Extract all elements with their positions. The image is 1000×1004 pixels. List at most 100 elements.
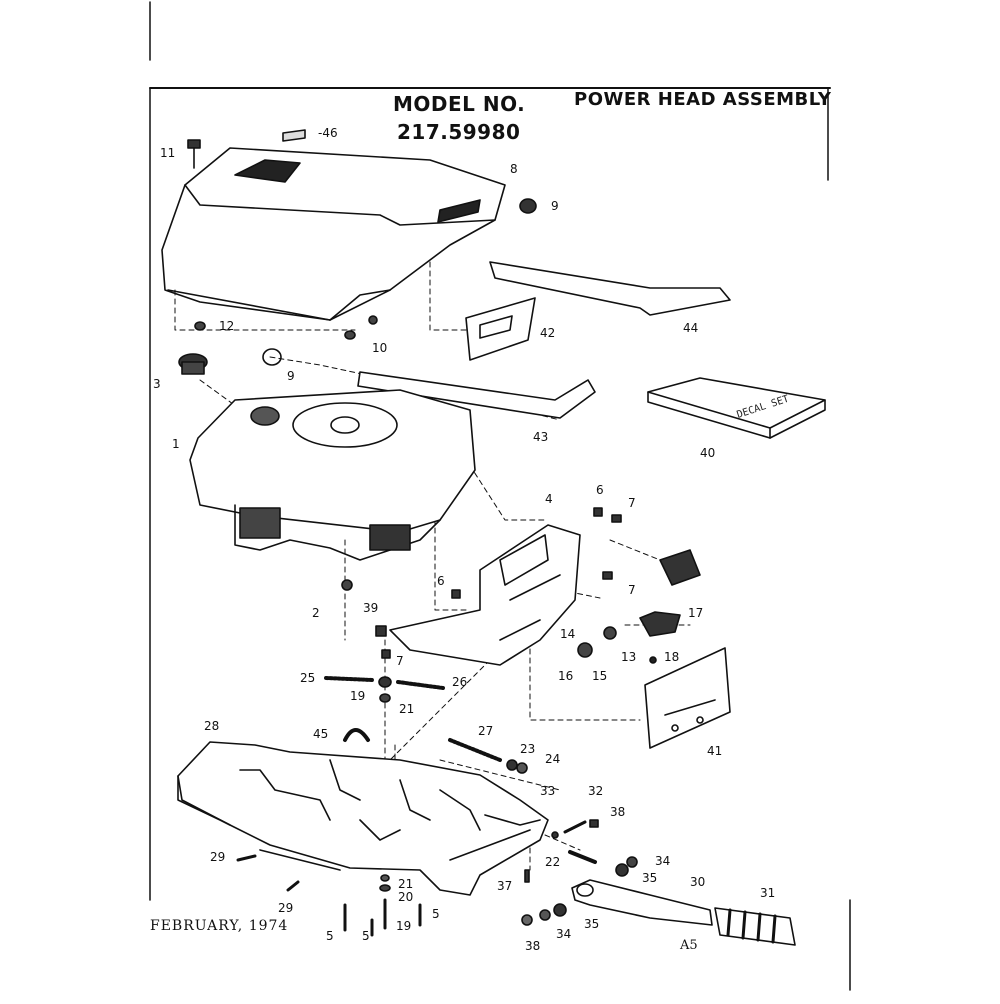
callout-44: 44 [683, 321, 699, 335]
callout-17: 17 [688, 606, 704, 620]
callout-9-lower: 9 [287, 369, 295, 383]
part-12-grommet [194, 321, 206, 331]
callout-31: 31 [760, 886, 776, 900]
callout-24: 24 [545, 752, 561, 766]
part-32-bolt [563, 820, 587, 834]
callout-42: 42 [540, 326, 556, 340]
page-code: A5 [680, 938, 698, 953]
callout-16: 16 [558, 669, 574, 683]
part-2-washer [341, 579, 353, 591]
part-29-screw [236, 854, 257, 862]
callout-45: 45 [313, 727, 329, 741]
callout-29: 29 [210, 850, 226, 864]
callout-5-c: 5 [432, 907, 440, 921]
part-24-washer [516, 762, 528, 774]
part-43-strap [357, 371, 596, 419]
part-25-spring [324, 676, 374, 682]
part-26-spring [396, 680, 445, 690]
model-number: 217.59980 [397, 120, 521, 144]
part-17-handle [639, 611, 681, 637]
part-35-nut-b [553, 903, 567, 917]
part-7-screw [611, 514, 622, 523]
part-31-grip [714, 907, 796, 946]
callout-7-mid: 7 [628, 583, 636, 597]
callout-21-lower: 21 [398, 877, 414, 891]
assembly-title: POWER HEAD ASSEMBLY [574, 89, 832, 110]
part-21-washer [379, 693, 391, 703]
part-42-slot [479, 315, 513, 339]
part-10-grommet-b [368, 315, 378, 325]
callout-19-lower: 19 [396, 919, 412, 933]
latch-part [659, 549, 701, 586]
part-7-screw-c [381, 649, 391, 659]
part-1-fuel-tank [189, 389, 476, 561]
part-42-bracket [465, 297, 536, 361]
callout-39: 39 [363, 601, 379, 615]
callout-7: 7 [628, 496, 636, 510]
part-8-top-cover [161, 147, 506, 321]
callout-7-lower: 7 [396, 654, 404, 668]
part-10-grommet [344, 330, 356, 340]
callout-12: 12 [219, 319, 235, 333]
callout-25: 25 [300, 671, 316, 685]
part-22-stud [568, 850, 597, 864]
callout-27: 27 [478, 724, 494, 738]
callout-10: 10 [372, 341, 388, 355]
part-34-washer [626, 856, 638, 868]
part-20-washer [379, 884, 391, 892]
part-38-nut-b [521, 914, 533, 926]
part-38-nut [589, 819, 599, 828]
part-3-fuel-cap [178, 353, 208, 375]
model-label: MODEL NO. [393, 92, 526, 116]
part-18-pin [649, 656, 657, 664]
callout-46: -46 [318, 126, 338, 140]
part-11-screw [187, 139, 201, 169]
callout-4: 4 [545, 492, 553, 506]
callout-21: 21 [399, 702, 415, 716]
part-44-rail [489, 261, 731, 316]
callout-18: 18 [664, 650, 680, 664]
callout-30: 30 [690, 875, 706, 889]
part-30-tiller-arm [571, 879, 713, 926]
callout-41: 41 [707, 744, 723, 758]
callout-38: 38 [610, 805, 626, 819]
part-7-screw-b [602, 571, 613, 580]
callout-37: 37 [497, 879, 513, 893]
part-37-pin [524, 869, 530, 883]
callout-11: 11 [160, 146, 176, 160]
part-21-washer-b [380, 874, 390, 882]
callout-34-lower: 34 [556, 927, 572, 941]
callout-5: 5 [326, 929, 334, 943]
callout-29-lower: 29 [278, 901, 294, 915]
callout-28: 28 [204, 719, 220, 733]
part-9-knob-upper [519, 198, 537, 214]
callout-5-b: 5 [362, 929, 370, 943]
part-34-washer-b [539, 909, 551, 921]
callout-26: 26 [452, 675, 468, 689]
callout-13: 13 [621, 650, 637, 664]
part-29-screw-b [286, 880, 300, 892]
part-33-washer [551, 831, 559, 839]
callout-14: 14 [560, 627, 576, 641]
part-39-clip [375, 625, 387, 637]
part-35-nut [615, 863, 629, 877]
part-27-rod [448, 738, 502, 762]
callout-23: 23 [520, 742, 536, 756]
part-28-base-frame [177, 741, 549, 896]
callout-35: 35 [642, 871, 658, 885]
part-13-nut [603, 626, 617, 640]
part-23-nut [506, 759, 518, 771]
part-6-bolt-b [451, 589, 461, 599]
part-19-pivot [378, 676, 392, 688]
callout-38-lower: 38 [525, 939, 541, 953]
callout-32: 32 [588, 784, 604, 798]
callout-43: 43 [533, 430, 549, 444]
callout-8: 8 [510, 162, 518, 176]
callout-40: 40 [700, 446, 716, 460]
callout-35-lower: 35 [584, 917, 600, 931]
callout-33: 33 [540, 784, 556, 798]
part-4-mount-bracket [389, 524, 581, 666]
part-46-decal [282, 129, 306, 142]
